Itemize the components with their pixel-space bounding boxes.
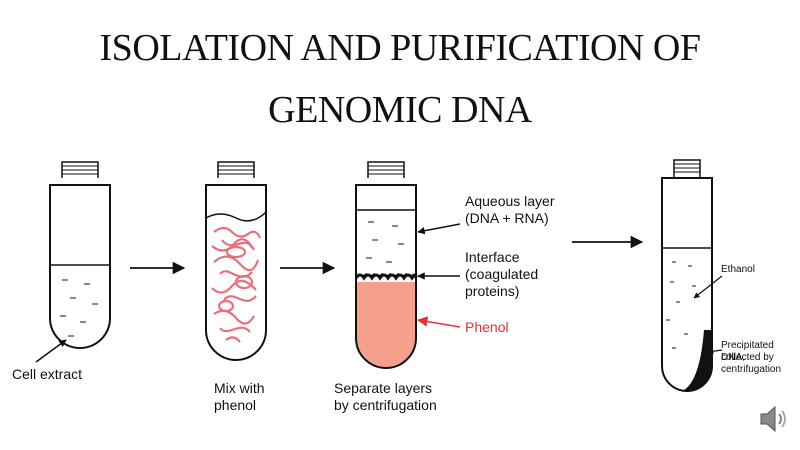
pointer-phenol: [416, 316, 461, 328]
label-ethanol: Ethanol: [721, 264, 755, 275]
label-mix-phenol-line-2: phenol: [214, 397, 257, 413]
label-precipitated-line-2: collected by: [721, 352, 774, 363]
speaker-icon[interactable]: [758, 404, 790, 439]
label-separate-line-2: by centrifugation: [334, 397, 437, 413]
label-aqueous-line-2: (DNA + RNA): [465, 210, 549, 226]
label-interface-line-2: (coagulated: [465, 266, 539, 282]
label-interface-line-3: proteins): [465, 283, 520, 299]
label-mix-phenol-line-1: Mix with: [214, 380, 265, 396]
label-aqueous-line-1: Aqueous layer: [465, 193, 555, 209]
tube-ethanol: [661, 159, 723, 392]
tube-mix-phenol: [205, 161, 267, 361]
label-cell-extract: Cell extract: [12, 366, 83, 382]
tube-cell-extract: [35, 161, 111, 363]
pointer-aqueous: [417, 223, 461, 235]
tube-separated-layers: [354, 161, 418, 369]
label-precipitated-line-3: centrifugation: [721, 364, 782, 375]
label-phenol: Phenol: [465, 319, 509, 335]
title-line-1: ISOLATION AND PURIFICATION OF: [99, 27, 701, 69]
label-interface-line-1: Interface: [465, 249, 520, 265]
title-line-2: GENOMIC DNA: [268, 89, 532, 131]
label-separate-line-1: Separate layers: [334, 380, 433, 396]
label-precipitated-line-1: Precipitated DNA,: [721, 340, 774, 363]
